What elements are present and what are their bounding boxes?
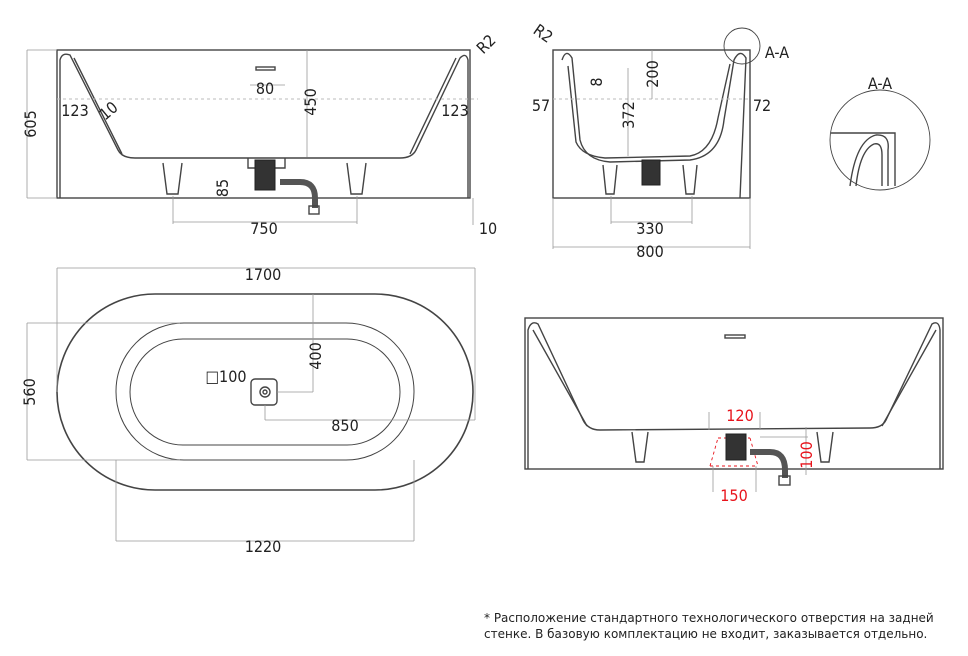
top-dim-drain-y: 400 <box>306 342 325 369</box>
dim-rim-right: 123 <box>441 101 468 120</box>
footnote-line-2: стенке. В базовую комплектацию не входит… <box>484 627 928 641</box>
side-dim-rim-right: 72 <box>753 96 771 115</box>
front-outline <box>56 49 471 199</box>
top-dim-drain-x: 850 <box>331 416 358 435</box>
footnote-line-1: * Расположение стандартного технологичес… <box>484 611 934 625</box>
install-dim-hole-bottom: 150 <box>720 486 747 505</box>
dim-height: 605 <box>21 110 40 137</box>
front-wall-lines <box>73 57 457 155</box>
install-hole-outline <box>709 437 759 467</box>
footnote: * Расположение стандартного технологичес… <box>484 610 934 642</box>
dim-drain-height: 85 <box>213 179 232 197</box>
dim-rim-left: 123 <box>61 101 88 120</box>
front-inner-profile <box>59 53 469 198</box>
section-label: A-A <box>765 43 789 62</box>
top-dim-length: 1700 <box>245 265 282 284</box>
dim-wall: 10 <box>95 98 121 124</box>
install-dim-hole-height: 100 <box>797 441 816 468</box>
top-dim-drain-size: □100 <box>205 367 246 386</box>
side-dim-leg-spacing: 330 <box>636 219 663 238</box>
side-dim-thickness: 8 <box>587 77 606 86</box>
dim-overflow: 80 <box>256 79 274 98</box>
dim-inner-depth: 450 <box>301 88 320 115</box>
dim-radius: R2 <box>473 31 500 58</box>
overflow-slot <box>255 66 276 71</box>
side-dim-radius: R2 <box>530 20 557 47</box>
section-circle <box>723 27 761 65</box>
detail-title: A-A <box>868 74 892 93</box>
install-dim-hole-top: 120 <box>726 406 753 425</box>
dim-leg-spacing: 750 <box>250 219 277 238</box>
side-view: R2 A-A 57 72 200 372 8 330 800 <box>530 20 789 261</box>
top-dim-width: 560 <box>20 378 39 405</box>
side-dim-width: 800 <box>636 242 663 261</box>
side-dim-depth: 372 <box>619 101 638 128</box>
side-dim-rim-left: 57 <box>532 96 550 115</box>
top-view: 1700 560 400 850 □100 1220 <box>20 265 476 556</box>
top-dim-inner-length: 1220 <box>245 537 282 556</box>
front-legs <box>162 162 367 195</box>
drain-hose <box>280 179 318 208</box>
dim-leg-height: 10 <box>479 219 497 238</box>
front-view: 605 123 10 123 80 450 85 750 10 R2 <box>21 31 500 238</box>
detail-view: A-A <box>829 74 931 191</box>
side-inner-profile <box>561 52 747 199</box>
side-dim-overflow: 200 <box>643 60 662 87</box>
drain-siphon <box>254 159 276 191</box>
install-view: 120 150 100 <box>524 317 944 505</box>
